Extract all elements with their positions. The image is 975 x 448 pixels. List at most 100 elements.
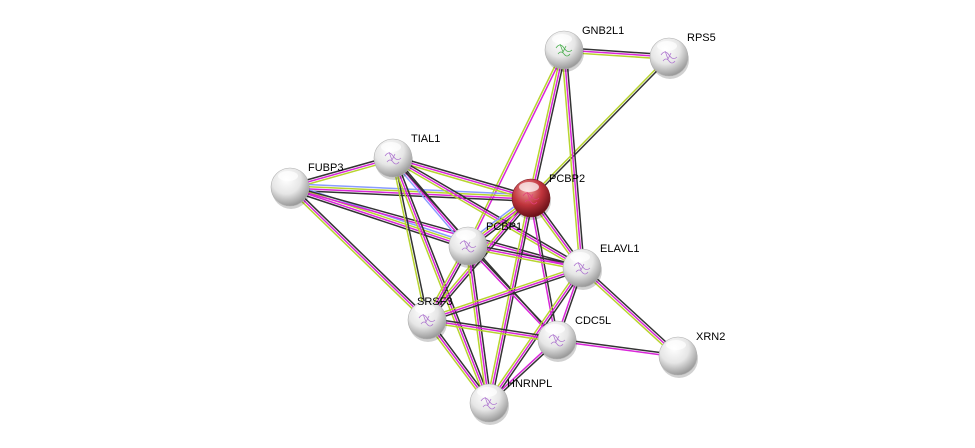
edge-GNB2L1-PCBP2[interactable] [528,49,567,199]
edge-evidence-textmining [391,158,427,321]
node-label: ELAVL1 [600,243,640,255]
node-srsf3[interactable]: SRSF3 [407,296,452,342]
edge-evidence-experiments [392,157,490,404]
protein-structure-icon [384,151,402,165]
node-hnrnpl[interactable]: HNRNPL [469,378,552,425]
edge-evidence-databases [390,158,467,248]
edges-layer [287,47,680,405]
edge-evidence-textmining [467,247,582,271]
edge-evidence-coexpression [532,50,567,199]
edge-evidence-coexpression [565,49,585,268]
edge-CDC5L-XRN2[interactable] [556,338,679,358]
edge-TIAL1-PCBP2[interactable] [392,155,532,201]
edge-TIAL1-ELAVL1[interactable] [391,155,584,271]
edge-evidence-textmining [528,49,563,198]
edge-evidence-experiments [563,49,583,269]
edge-evidence-coexpression [531,197,559,340]
node-rps5[interactable]: RPS5 [649,32,716,79]
edge-evidence-textmining [391,159,582,271]
edge-evidence-experiments [289,187,531,200]
edge-evidence-textmining [392,159,531,201]
node-label: XRN2 [696,331,725,343]
node-highlight [477,387,497,397]
edge-evidence-experiments [289,187,468,248]
edge-evidence-experiments [488,197,532,404]
edge-evidence-coexpression [427,269,583,323]
edge-evidence-experiments [488,267,583,404]
edge-evidence-coexpression [394,156,492,403]
edge-FUBP3-SRSF3[interactable] [287,184,430,323]
node-highlight [666,340,686,350]
node-highlight [278,171,298,181]
edge-evidence-experiments [392,157,583,269]
edge-evidence-coexpression [291,184,430,319]
edge-evidence-textmining [290,185,532,198]
edge-PCBP2-HNRNPL[interactable] [486,197,534,404]
node-highlight [456,230,476,240]
node-cdc5l[interactable]: CDC5L [537,315,611,362]
edge-evidence-experiments [556,340,678,358]
edge-evidence-coexpression [469,245,492,403]
edge-evidence-experiments [530,49,565,199]
node-highlight [545,324,565,334]
node-label: CDC5L [575,315,611,327]
edge-evidence-experiments [467,245,490,404]
node-label: HNRNPL [507,378,552,390]
edge-RPS5-PCBP2[interactable] [529,55,671,200]
edge-PCBP1-ELAVL1[interactable] [467,243,583,271]
edge-ELAVL1-XRN2[interactable] [580,265,680,359]
edge-evidence-textmining [529,55,669,198]
edge-ELAVL1-SRSF3[interactable] [426,265,583,323]
protein-structure-icon [573,261,591,275]
edge-evidence-coexpression [531,57,671,200]
edge-evidence-coexpression [582,265,680,355]
protein-structure-icon [480,396,498,410]
node-highlight [519,182,539,192]
node-label: TIAL1 [411,133,440,145]
edge-evidence-experiments [467,245,583,269]
edge-SRSF3-CDC5L[interactable] [426,317,558,343]
node-highlight [552,34,572,44]
edge-evidence-experiments [289,186,428,321]
edge-GNB2L1-PCBP1[interactable] [466,49,566,247]
node-elavl1[interactable]: ELAVL1 [562,243,640,290]
protein-structure-icon [522,191,540,205]
edge-evidence-textmining [426,265,582,319]
edge-evidence-textmining [580,269,678,359]
protein-structure-icon [555,43,573,57]
edge-evidence-coexpression [393,157,429,320]
edge-evidence-experiments [392,157,532,199]
node-tial1[interactable]: TIAL1 [373,133,440,180]
node-gnb2l1[interactable]: GNB2L1 [544,25,624,72]
edge-evidence-coexpression [288,189,468,250]
node-label: GNB2L1 [582,25,624,37]
node-highlight [415,304,435,314]
edge-evidence-coexpression [290,185,583,268]
edge-evidence-coexpression [393,155,532,197]
edge-evidence-textmining [486,197,530,403]
edge-GNB2L1-ELAVL1[interactable] [561,49,585,269]
edge-evidence-textmining [426,321,557,343]
edge-evidence-coexpression [427,317,558,339]
node-pcbp2[interactable]: PCBP2 [511,173,585,220]
edge-evidence-coexpression [557,338,679,356]
node-fubp3[interactable]: FUBP3 [270,162,343,209]
protein-structure-icon [548,333,566,347]
protein-structure-icon [418,313,436,327]
node-label: RPS5 [687,32,716,44]
edge-evidence-coexpression [393,155,584,267]
edge-evidence-textmining [287,188,426,323]
edge-evidence-databases [290,182,532,196]
node-xrn2[interactable]: XRN2 [658,331,725,378]
edge-evidence-experiments [426,319,558,341]
node-label: SRSF3 [417,296,452,308]
node-pcbp1[interactable]: PCBP1 [448,221,522,268]
edge-TIAL1-HNRNPL[interactable] [390,156,492,405]
edge-TIAL1-SRSF3[interactable] [391,157,429,321]
edge-evidence-textmining [561,50,581,269]
node-highlight [657,41,677,51]
edge-evidence-coexpression [468,243,583,267]
node-label: PCBP1 [486,221,522,233]
